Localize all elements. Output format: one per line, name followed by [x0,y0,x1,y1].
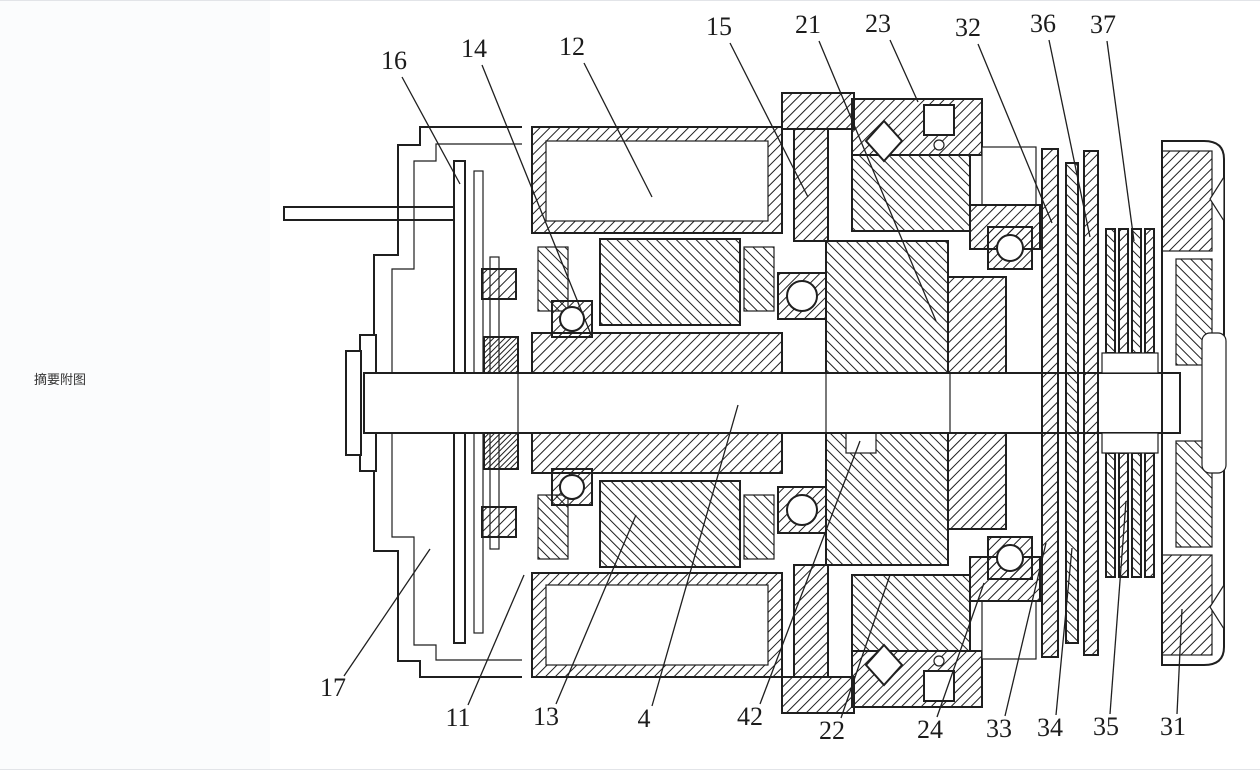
figure-label: 23 [865,9,891,38]
ball-bearings [551,226,1033,580]
label-leader-line [936,582,985,718]
abstract-figure-label: 摘要附图 [34,372,87,387]
figure-label: 42 [737,702,763,731]
figure-label: 22 [819,716,845,745]
label-leader-line [1176,608,1183,715]
labels-layer: 16 14 12 15 21 23 32 36 37 17 11 13 4 42 22 24 33 34 35 31 [320,9,1186,745]
label-leader-line [1106,40,1135,242]
label-leader-line [651,404,739,707]
label-leader-line [840,574,891,719]
label-leader-line [1004,542,1047,717]
figure-label: 32 [955,13,981,42]
figure-label: 33 [986,714,1012,743]
label-leader-line [1048,39,1091,238]
figure-label: 4 [638,704,651,733]
figure-label: 17 [320,673,346,702]
pulley [1161,140,1227,666]
label-leader-line [555,514,637,705]
center-bracket [781,92,855,714]
label-leader-line [759,440,861,705]
label-leader-line [583,62,653,198]
sidebar: 摘要附图 [0,1,270,769]
figure-label: 13 [533,702,559,731]
figure-label: 31 [1160,712,1186,741]
figure-label: 14 [461,34,487,63]
hub-blocks [825,240,1007,566]
figure-label: 12 [559,32,585,61]
figure-label: 35 [1093,712,1119,741]
label-leader-line [1109,500,1127,715]
stator-upper [531,126,783,374]
figure-label: 11 [445,703,470,732]
label-leader-line [818,40,937,322]
figure-area: 16 14 12 15 21 23 32 36 37 17 11 13 4 42 22 24 33 34 35 31 [270,1,1228,769]
lower-mount [851,574,1037,708]
figure-label: 36 [1030,9,1056,38]
lead-wire [283,206,461,221]
figure-label: 34 [1037,713,1063,742]
clutch-plates [1041,148,1159,658]
patent-figure: 16 14 12 15 21 23 32 36 37 17 11 13 4 42 22 24 33 34 35 31 [283,9,1227,745]
label-leader-line [977,43,1053,224]
label-leader-line [1055,547,1073,716]
label-leader-line [729,42,809,198]
label-leader-line [889,39,919,103]
figure-label: 21 [795,10,821,39]
upper-mount [851,98,1037,232]
figure-label: 37 [1090,10,1116,39]
label-leader-line [467,574,525,706]
figure-label: 15 [706,12,732,41]
stator-lower [531,432,783,678]
label-leader-line [401,76,461,185]
figure-label: 24 [917,715,943,744]
figure-label: 16 [381,46,407,75]
label-leader-line [343,548,431,677]
label-leader-line [481,64,593,338]
